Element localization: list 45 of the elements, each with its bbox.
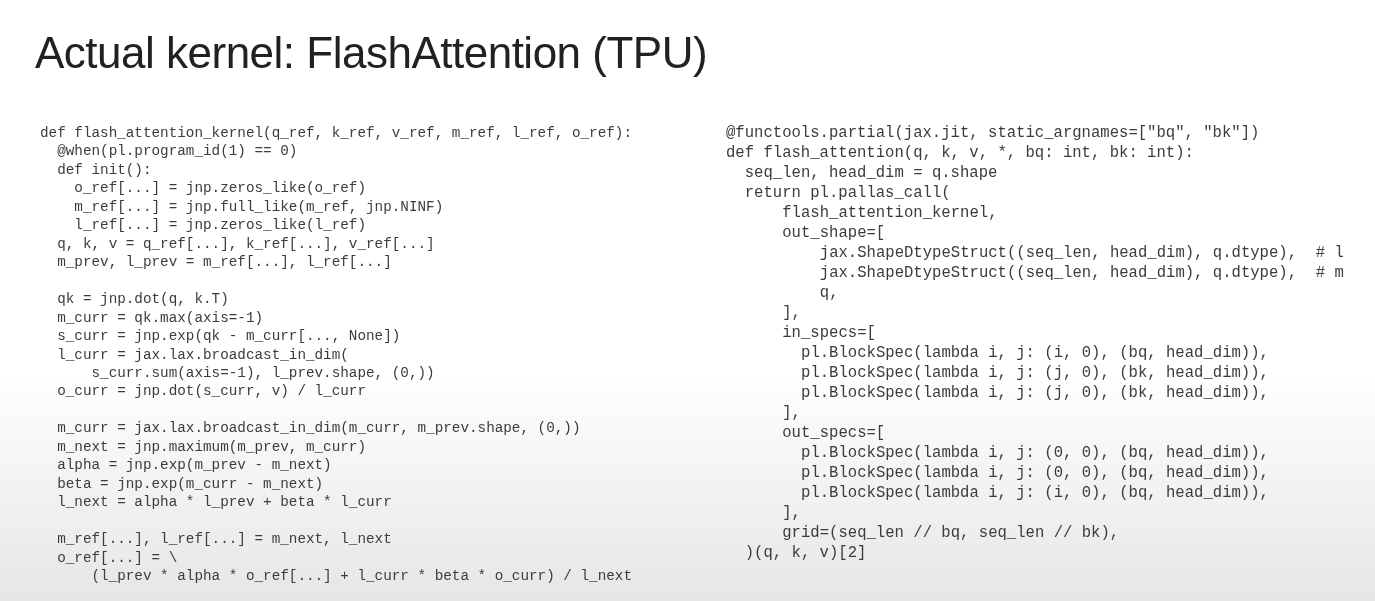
code-line: beta = jnp.exp(m_curr - m_next) — [57, 476, 324, 492]
code-line: def flash_attention_kernel(q_ref, k_ref, v_ref, m_ref, l_ref, o_ref): — [40, 126, 632, 141]
code-line: o_ref[...] = \ — [57, 550, 178, 565]
code-line: l_ref[...] = jnp.zeros_like(l_ref) — [74, 218, 367, 233]
code-line: out_shape=[ — [782, 226, 886, 242]
code-line: grid=(seq_len // bq, seq_len // bk), — [782, 526, 1120, 542]
code-line: in_specs=[ — [782, 326, 876, 342]
code-line: (l_prev * alpha * o_ref[...] + l_curr * beta * o_curr) / l_next — [91, 569, 632, 584]
code-line: m_curr = qk.max(axis=-1) — [57, 310, 264, 325]
code-line: s_curr = jnp.exp(qk - m_curr[..., None]) — [57, 329, 401, 344]
code-line: pl.BlockSpec(lambda i, j: (j, 0), (bk, head_dim)), — [801, 386, 1269, 402]
code-line: m_next = jnp.maximum(m_prev, m_curr) — [57, 439, 367, 455]
code-line: return pl.pallas_call( — [744, 186, 951, 202]
code-line: s_curr.sum(axis=-1), l_prev.shape, (0,)) — [91, 365, 435, 381]
code-line: q, k, v = q_ref[...], k_ref[...], v_ref[...] — [57, 236, 435, 252]
code-line: o_curr = jnp.dot(s_curr, v) / l_curr — [57, 384, 367, 399]
code-line: def init(): — [57, 162, 152, 178]
code-line: @functools.partial(jax.jit, static_argnames=["bq", "bk"]) — [726, 126, 1260, 142]
code-line: ], — [782, 506, 801, 522]
slide-title: Actual kernel: FlashAttention (TPU) — [35, 28, 708, 78]
code-line: def flash_attention(q, k, v, *, bq: int, bk: int): — [726, 146, 1194, 162]
code-line: m_prev, l_prev = m_ref[...], l_ref[...] — [57, 255, 392, 270]
code-line: seq_len, head_dim = q.shape — [744, 166, 998, 182]
code-line: out_specs=[ — [782, 426, 886, 442]
code-line: jax.ShapeDtypeStruct((seq_len, head_dim), q.dtype), # m — [819, 266, 1344, 282]
code-line: o_ref[...] = jnp.zeros_like(o_ref) — [74, 181, 367, 196]
code-line: ], — [782, 306, 801, 322]
code-line: ], — [782, 406, 801, 422]
code-line: jax.ShapeDtypeStruct((seq_len, head_dim), q.dtype), # l — [819, 246, 1344, 262]
code-line: @when(pl.program_id(1) == 0) — [57, 144, 298, 159]
code-line: pl.BlockSpec(lambda i, j: (0, 0), (bq, head_dim)), — [801, 466, 1269, 482]
code-line: pl.BlockSpec(lambda i, j: (j, 0), (bk, head_dim)), — [801, 366, 1269, 382]
code-line: q, — [819, 286, 839, 302]
code-line: alpha = jnp.exp(m_prev - m_next) — [57, 458, 332, 473]
code-line: )(q, k, v)[2] — [744, 546, 867, 562]
code-line: m_ref[...] = jnp.full_like(m_ref, jnp.NINF) — [74, 199, 444, 215]
code-line: flash_attention_kernel, — [782, 206, 998, 222]
code-line: pl.BlockSpec(lambda i, j: (i, 0), (bq, head_dim)), — [801, 486, 1269, 502]
code-line: l_next = alpha * l_prev + beta * l_curr — [57, 495, 392, 510]
code-line: m_ref[...], l_ref[...] = m_next, l_next — [57, 532, 392, 547]
code-line: m_curr = jax.lax.broadcast_in_dim(m_curr, m_prev.shape, (0,)) — [57, 421, 581, 436]
code-line: l_curr = jax.lax.broadcast_in_dim( — [57, 347, 349, 362]
code-line: pl.BlockSpec(lambda i, j: (i, 0), (bq, head_dim)), — [801, 346, 1269, 362]
code-line: pl.BlockSpec(lambda i, j: (0, 0), (bq, head_dim)), — [801, 446, 1269, 462]
code-line: qk = jnp.dot(q, k.T) — [57, 292, 229, 307]
